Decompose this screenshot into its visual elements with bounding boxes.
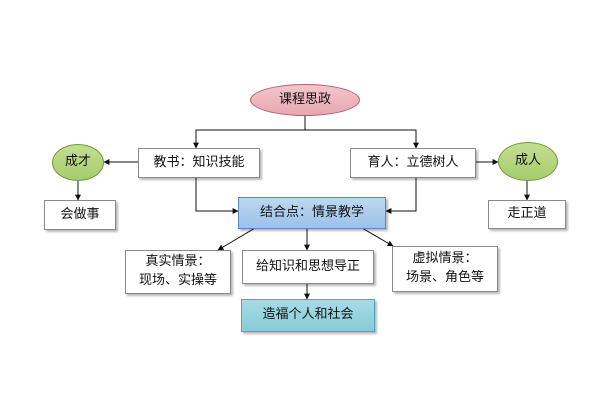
real-scene-title: 真实情景：	[145, 254, 211, 270]
right-path-label: 走正道	[507, 206, 547, 222]
connector-top-split-right	[305, 129, 419, 149]
connector-combination-to-virtual	[361, 227, 394, 247]
teaching-book-label: 教书：知识技能	[153, 154, 245, 170]
connector-top-split	[193, 115, 306, 149]
virtual-scene-node: 虚拟情景： 场景、角色等	[392, 246, 498, 292]
becoming-talent-node: 成才	[52, 144, 104, 181]
real-scene-node: 真实情景： 现场、实操等	[125, 250, 231, 294]
virtual-scene-title: 虚拟情景：	[412, 251, 478, 267]
connector-combination-to-real	[217, 227, 256, 251]
connector-educating-to-combination	[385, 177, 417, 214]
become-person-label: 成人	[514, 153, 541, 169]
combination-point-node: 结合点：情景教学	[238, 197, 386, 229]
course-ideology-label: 课程思政	[278, 91, 331, 107]
connector-teaching-to-combination	[195, 177, 239, 214]
educating-people-label: 育人：立德树人	[367, 154, 459, 170]
course-ideology-node: 课程思政	[250, 84, 360, 116]
benefit-society-label: 造福个人和社会	[262, 307, 354, 323]
real-scene-examples: 现场、实操等	[138, 273, 217, 288]
benefit-society-node: 造福个人和社会	[241, 299, 375, 332]
virtual-scene-examples: 场景、角色等	[405, 270, 484, 285]
combination-point-label: 结合点：情景教学	[259, 204, 364, 220]
educating-people-node: 育人：立德树人	[350, 148, 476, 178]
can-do-things-label: 会做事	[60, 206, 100, 222]
become-person-node: 成人	[498, 142, 558, 181]
knowledge-thought-label: 给知识和思想导正	[255, 258, 360, 274]
can-do-things-node: 会做事	[44, 200, 116, 230]
teaching-book-node: 教书：知识技能	[138, 148, 260, 178]
knowledge-thought-node: 给知识和思想导正	[242, 250, 374, 284]
right-path-node: 走正道	[488, 200, 566, 229]
becoming-talent-label: 成才	[64, 154, 91, 170]
